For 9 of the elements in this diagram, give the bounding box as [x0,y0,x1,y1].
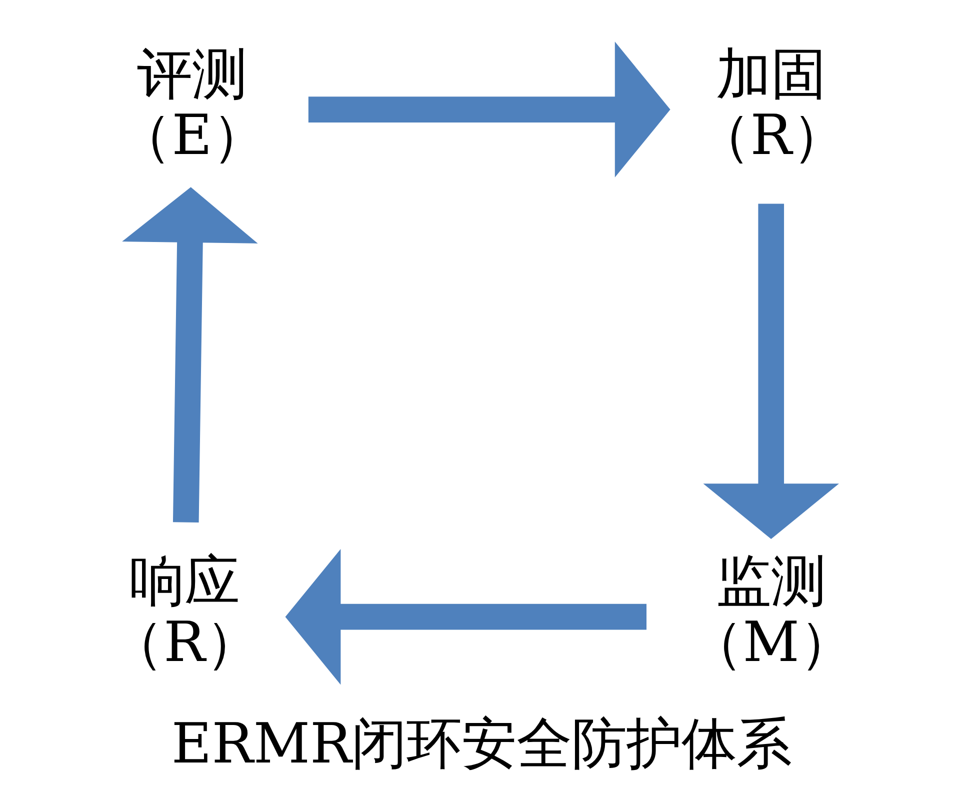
arrow [308,42,670,178]
arrow [284,548,646,685]
node-text: 监测（M） [687,550,854,676]
caption: ERMR闭环安全防护体系 [170,712,792,777]
node-text: 响应（R） [108,550,260,676]
node-text: 加固（R） [694,42,846,168]
arrow [122,187,258,523]
node-text: 评测（E） [116,42,267,168]
arrow [702,204,838,539]
